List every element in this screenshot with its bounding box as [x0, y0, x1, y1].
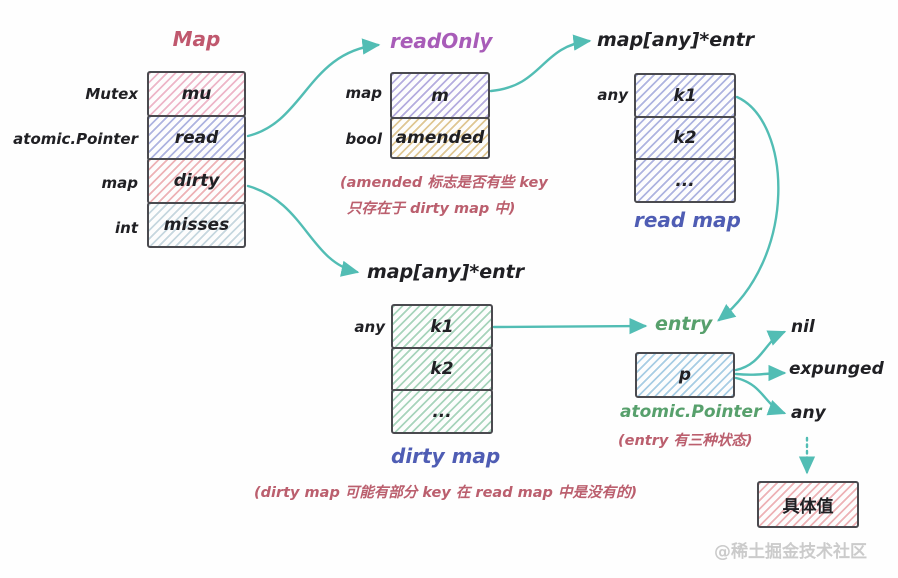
field-label: mu: [181, 84, 212, 104]
entry-field-p: p: [635, 352, 735, 398]
arrow-p-to-nil: [734, 330, 787, 372]
dirty-map-key-k2: k2: [391, 346, 493, 392]
value-struct: 具体值: [757, 481, 859, 528]
map-field-mu: mu: [147, 71, 246, 117]
map-field-misses: misses: [147, 201, 246, 248]
field-label: m: [431, 85, 449, 106]
read-map-type-title: map[any]*entr: [597, 29, 755, 51]
read-map-key-k2: k2: [634, 115, 736, 161]
key-label: k2: [673, 128, 697, 148]
map-field-type-int: int: [115, 219, 138, 237]
dirty-map-key-more: ...: [391, 389, 493, 434]
read-map-key-k1: k1: [634, 73, 736, 118]
arrow-dirtymap-k1-to-entry: [492, 317, 648, 335]
value-label: 具体值: [782, 497, 834, 517]
entry-state-nil: nil: [791, 317, 815, 337]
key-label: k1: [430, 316, 454, 337]
key-label: ...: [675, 170, 695, 191]
dirty-map-key-type: any: [354, 318, 385, 336]
readonly-field-m: m: [390, 72, 490, 119]
arrow-m-to-readmap: [489, 34, 592, 93]
map-field-type-mutex: Mutex: [85, 85, 138, 103]
dirty-map-type-title: map[any]*entr: [367, 261, 525, 283]
entry-note: (entry 有三种状态): [618, 433, 753, 449]
readonly-struct-title: readOnly: [390, 29, 493, 53]
arrow-p-to-expunged: [734, 364, 787, 382]
entry-caption: atomic.Pointer: [620, 402, 762, 422]
read-map-key-more: ...: [634, 158, 736, 203]
map-field-dirty: dirty: [147, 158, 246, 204]
readonly-field-type-bool: bool: [345, 130, 383, 148]
amended-note-line1: (amended 标志是否有些 key: [340, 175, 548, 191]
read-map-struct: k1 k2 ...: [634, 73, 736, 203]
map-field-type-map: map: [101, 174, 139, 192]
key-label: k1: [673, 85, 697, 106]
key-label: ...: [432, 401, 452, 422]
field-label: read: [174, 127, 219, 148]
entry-label: entry: [655, 313, 713, 335]
entry-state-expunged: expunged: [789, 359, 884, 379]
amended-note-line2: 只存在于 dirty map 中): [347, 201, 516, 217]
read-map-caption: read map: [634, 208, 741, 232]
field-label: p: [678, 365, 692, 385]
dirty-map-struct: k1 k2 ...: [391, 304, 493, 434]
dirty-map-caption: dirty map: [391, 444, 501, 468]
map-struct: mu read dirty misses: [147, 71, 246, 248]
map-struct-title: Map: [172, 27, 221, 51]
map-field-type-atomic-pointer: atomic.Pointer: [13, 130, 138, 148]
field-label: misses: [163, 214, 230, 235]
field-label: dirty: [173, 171, 220, 191]
read-map-key-type: any: [597, 86, 628, 104]
dirty-map-key-k1: k1: [391, 304, 493, 349]
readonly-field-type-map: map: [345, 84, 383, 102]
entry-struct: p: [635, 352, 735, 398]
entry-state-any: any: [791, 403, 826, 423]
value-box: 具体值: [757, 481, 859, 528]
watermark: @稀土掘金技术社区: [714, 542, 867, 562]
readonly-field-amended: amended: [390, 116, 490, 159]
field-label: amended: [395, 127, 485, 148]
dirty-map-note: (dirty map 可能有部分 key 在 read map 中是没有的): [254, 485, 638, 501]
key-label: k2: [430, 359, 454, 379]
readonly-struct: m amended: [390, 72, 490, 159]
arrow-dirty-to-dirtymap: [246, 184, 360, 277]
map-field-read: read: [147, 114, 246, 161]
